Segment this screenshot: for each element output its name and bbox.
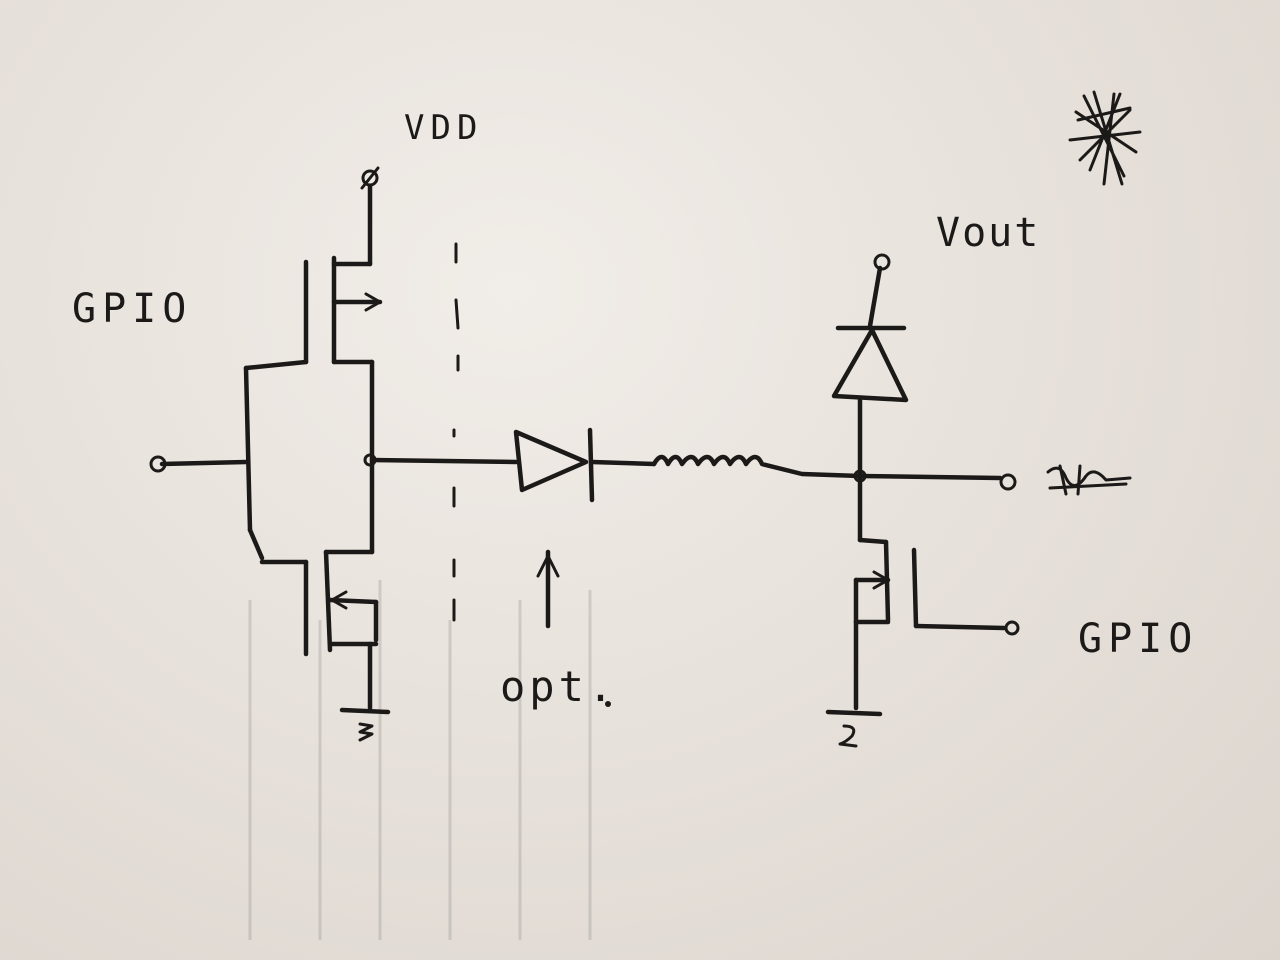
ground-symbol-right — [825, 709, 883, 748]
gpio-right-terminal — [1004, 620, 1020, 636]
ground-symbol-left — [339, 707, 391, 742]
vout-terminal — [873, 253, 891, 271]
gpio-right-label: GPIO — [1078, 616, 1199, 662]
opt-arrow — [536, 549, 560, 629]
scribble-icon — [1068, 90, 1142, 186]
inverter-output-node — [363, 359, 377, 555]
resistor — [651, 454, 863, 479]
gpio-left-label: GPIO — [72, 286, 193, 332]
gate-wiring — [149, 365, 265, 561]
pmos-transistor — [243, 183, 383, 371]
output-node — [853, 469, 1017, 491]
dashed-divider — [452, 242, 460, 622]
nmos-transistor — [259, 549, 379, 711]
output-terminal — [999, 473, 1017, 491]
crossed-out-label — [1046, 464, 1132, 496]
gpio-input-terminal — [149, 455, 167, 473]
vout-diode — [831, 253, 909, 479]
opt-dot — [605, 701, 611, 707]
output-wire — [369, 457, 519, 465]
nmos-transistor-right — [853, 473, 1020, 711]
vout-label: Vout — [936, 210, 1041, 256]
vdd-label: VDD — [404, 108, 484, 148]
diode-opt — [513, 427, 657, 503]
opt-label: opt. — [500, 662, 618, 711]
